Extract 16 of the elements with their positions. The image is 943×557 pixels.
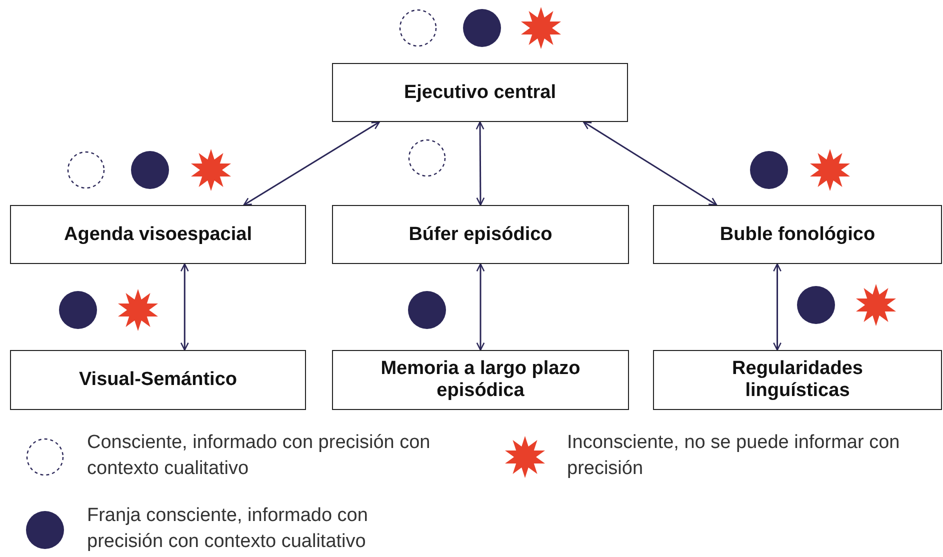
process-box: Agenda visoespacial [10,205,306,264]
double-arrow [476,263,485,351]
process-box: Búfer episódico [332,205,629,264]
legend-text: Inconsciente, no se puede informar con precisión [567,431,901,481]
double-arrow [180,263,189,351]
process-box: Visual-Semántico [10,350,306,410]
legend-text: Consciente, informado con precisión con contexto cualitativo [87,431,432,481]
double-arrow [476,121,485,206]
double-arrow [243,121,380,206]
process-box: Memoria a largo plazo episódica [332,350,629,410]
process-box: Ejecutivo central [332,63,628,122]
process-box: Buble fonológico [653,205,942,264]
double-arrow [582,121,718,206]
process-box: Regularidades linguísticas [653,350,942,410]
legend-text: Franja consciente, informado con precisión con contexto cualitativo [87,504,369,554]
double-arrow [773,263,782,351]
